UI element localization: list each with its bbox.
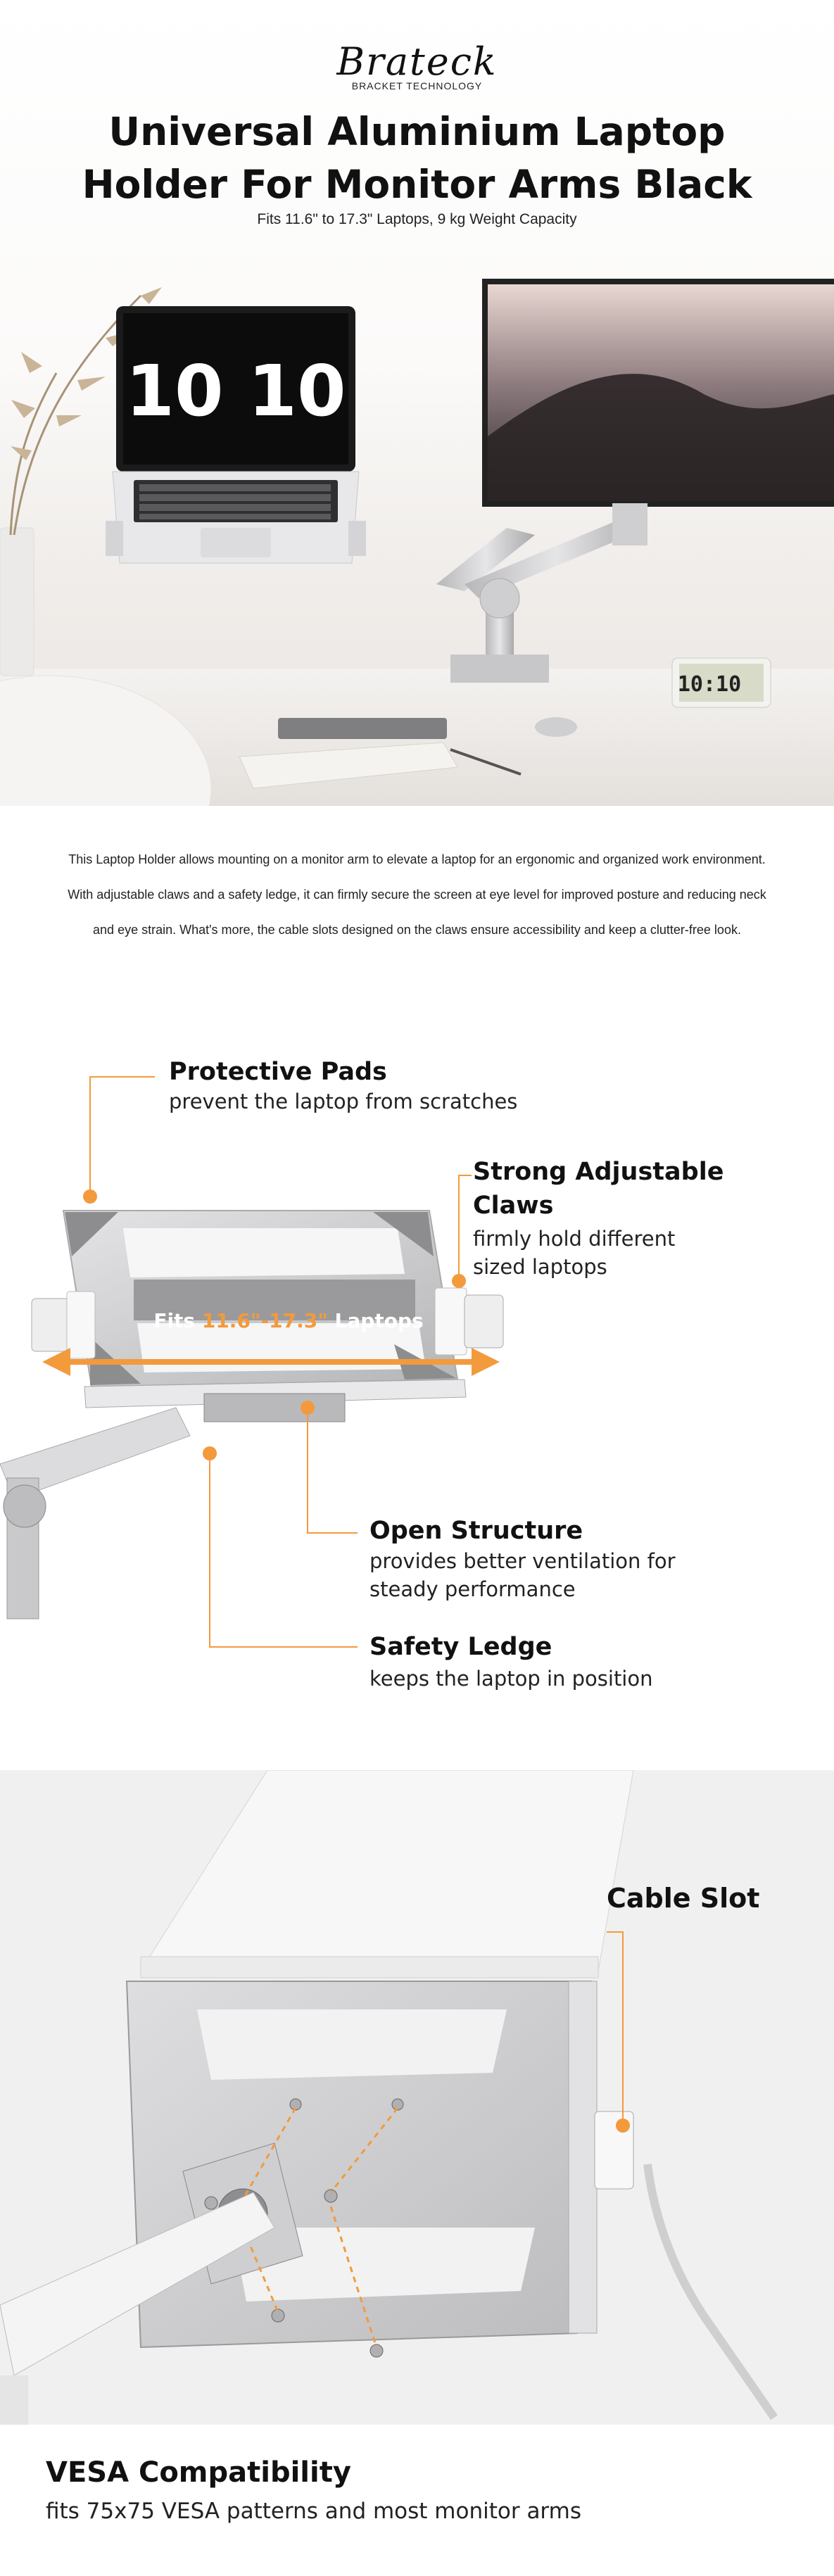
cable <box>643 2164 778 2420</box>
fits-suffix: Laptops <box>327 1309 424 1332</box>
feature-title-claws-line1: Strong Adjustable <box>473 1158 724 1186</box>
chair-decoration <box>0 675 212 806</box>
features-section: Fits 11.6"-17.3" Laptops Protective Pads… <box>0 1014 834 1717</box>
mount-bracket <box>203 1393 346 1422</box>
hero-section: Brateck BRACKET TECHNOLOGY Universal Alu… <box>0 0 834 806</box>
cable-slot-label: Cable Slot <box>607 1883 760 1914</box>
desk-clock-text: 10:10 <box>678 672 741 697</box>
callout-lines <box>89 1076 472 1648</box>
vesa-laptop-screen <box>140 1770 634 1971</box>
fits-arrow <box>42 1348 500 1376</box>
product-title: Universal Aluminium Laptop Holder For Mo… <box>0 106 834 211</box>
hero-product-image: 10 10 10:10 <box>0 279 834 806</box>
brand-tagline: BRACKET TECHNOLOGY <box>351 80 483 91</box>
vesa-title: VESA Compatibility <box>46 2456 351 2489</box>
laptop-clock-text: 10 10 <box>125 350 346 432</box>
monitor-arm <box>436 503 647 683</box>
feature-desc-claws-line1: firmly hold different <box>473 1227 676 1251</box>
callout-dots <box>83 1189 466 1460</box>
adjustable-claws <box>31 1287 504 1359</box>
vesa-vent-bottom <box>232 2228 535 2302</box>
brand-logo: Brateck BRACKET TECHNOLOGY <box>0 39 834 92</box>
feature-title-protective-pads: Protective Pads <box>169 1058 387 1086</box>
product-description: This Laptop Holder allows mounting on a … <box>68 852 766 937</box>
cable-slot-callout-dot <box>616 2119 630 2133</box>
fits-size-label: Fits 11.6"-17.3" Laptops <box>127 1309 450 1332</box>
mouse-decoration <box>535 717 577 737</box>
feature-desc-open-structure-line2: steady performance <box>369 1577 576 1601</box>
feature-title-open-structure: Open Structure <box>369 1517 583 1545</box>
notebook-decoration <box>239 742 458 789</box>
vesa-section: Cable Slot <box>0 1770 834 2425</box>
feature-desc-safety-ledge: keeps the laptop in position <box>369 1667 653 1691</box>
product-title-line1: Universal Aluminium Laptop <box>108 109 726 154</box>
plant-decoration <box>0 287 162 676</box>
product-subtitle: Fits 11.6" to 17.3" Laptops, 9 kg Weight… <box>257 211 577 227</box>
product-title-line2: Holder For Monitor Arms Black <box>82 162 752 207</box>
feature-title-safety-ledge: Safety Ledge <box>369 1633 552 1661</box>
vesa-screws <box>204 2098 404 2358</box>
feature-desc-protective-pads: prevent the laptop from scratches <box>169 1090 518 1113</box>
hero-laptop: 10 10 <box>106 306 366 564</box>
feature-desc-claws-line2: sized laptops <box>473 1255 607 1279</box>
vent-slot-top <box>123 1228 405 1277</box>
vesa-exploded-image <box>0 1770 778 2425</box>
fits-range: 11.6"-17.3" <box>201 1309 328 1332</box>
vesa-laptop-hinge <box>140 1956 599 1978</box>
brand-wordmark: Brateck <box>336 39 498 84</box>
cable-slot-callout-line <box>607 1931 624 2126</box>
pen-decoration <box>450 748 522 776</box>
holder-diagram <box>0 1076 504 1648</box>
laptop-side <box>568 1981 598 2334</box>
vesa-description: fits 75x75 VESA patterns and most monito… <box>46 2499 581 2524</box>
feature-desc-open-structure-line1: provides better ventilation for <box>369 1549 676 1573</box>
keyboard-decoration <box>278 718 447 739</box>
fits-prefix: Fits <box>153 1309 202 1332</box>
feature-title-claws-line2: Claws <box>473 1192 554 1220</box>
monitor <box>482 279 834 507</box>
desk-clock: 10:10 <box>671 657 771 708</box>
vesa-vent-top <box>197 2009 507 2080</box>
vesa-monitor-arm <box>0 2192 275 2425</box>
diagram-monitor-arm <box>0 1407 191 1620</box>
